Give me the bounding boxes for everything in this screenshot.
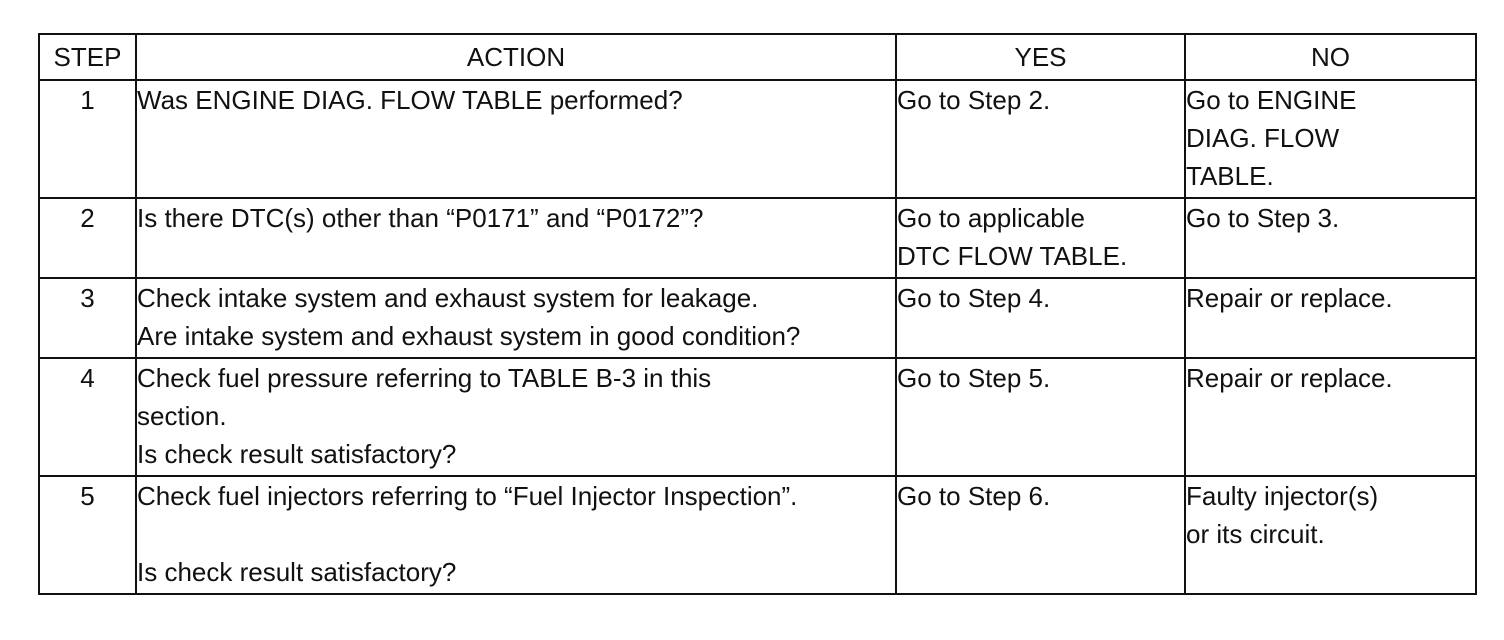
header-action: ACTION (135, 33, 897, 81)
action-line: section. (137, 401, 227, 431)
action-line: Check fuel injectors referring to “Fuel … (137, 481, 798, 511)
action-line: Check fuel pressure referring to TABLE B… (137, 363, 712, 393)
step-number: 5 (38, 475, 137, 595)
step-number: 3 (38, 277, 137, 359)
action-cell: Check fuel pressure referring to TABLE B… (135, 357, 897, 477)
no-line: or its circuit. (1186, 519, 1325, 549)
no-line: Repair or replace. (1186, 363, 1393, 393)
action-line: Is there DTC(s) other than “P0171” and “… (137, 203, 704, 233)
table-row: 1 Was ENGINE DIAG. FLOW TABLE performed?… (38, 79, 1477, 199)
action-line: Is check result satisfactory? (137, 439, 457, 469)
yes-cell: Go to Step 5. (895, 357, 1186, 477)
table-row: 3 Check intake system and exhaust system… (38, 277, 1477, 359)
action-cell: Check intake system and exhaust system f… (135, 277, 897, 359)
header-yes: YES (895, 33, 1186, 81)
diagnostic-flow-table: STEP ACTION YES NO 1 Was ENGINE DIAG. FL… (38, 33, 1477, 595)
no-cell: Go to ENGINE DIAG. FLOW TABLE. (1184, 79, 1477, 199)
yes-line: DTC FLOW TABLE. (897, 241, 1128, 271)
table-row: 4 Check fuel pressure referring to TABLE… (38, 357, 1477, 477)
table-row: 5 Check fuel injectors referring to “Fue… (38, 475, 1477, 595)
action-cell: Check fuel injectors referring to “Fuel … (135, 475, 897, 595)
header-step: STEP (38, 33, 137, 81)
yes-cell: Go to Step 2. (895, 79, 1186, 199)
step-number: 4 (38, 357, 137, 477)
no-cell: Repair or replace. (1184, 277, 1477, 359)
action-cell: Is there DTC(s) other than “P0171” and “… (135, 197, 897, 279)
yes-line: Go to Step 5. (897, 363, 1051, 393)
step-number: 1 (38, 79, 137, 199)
step-number: 2 (38, 197, 137, 279)
header-no: NO (1184, 33, 1477, 81)
header-row: STEP ACTION YES NO (38, 33, 1477, 81)
yes-cell: Go to Step 6. (895, 475, 1186, 595)
action-line: Was ENGINE DIAG. FLOW TABLE performed? (137, 85, 683, 115)
yes-line: Go to Step 2. (897, 85, 1051, 115)
no-line: Go to Step 3. (1186, 203, 1340, 233)
action-line: Check intake system and exhaust system f… (137, 283, 759, 313)
yes-line: Go to Step 6. (897, 481, 1051, 511)
table-row: 2 Is there DTC(s) other than “P0171” and… (38, 197, 1477, 279)
no-line: Repair or replace. (1186, 283, 1393, 313)
action-line: Is check result satisfactory? (137, 557, 457, 587)
yes-line: Go to Step 4. (897, 283, 1051, 313)
action-line: Are intake system and exhaust system in … (137, 321, 801, 351)
no-cell: Repair or replace. (1184, 357, 1477, 477)
no-line: Go to ENGINE (1186, 85, 1357, 115)
action-spacer (137, 515, 895, 553)
action-cell: Was ENGINE DIAG. FLOW TABLE performed? (135, 79, 897, 199)
yes-cell: Go to applicable DTC FLOW TABLE. (895, 197, 1186, 279)
no-line: TABLE. (1186, 161, 1274, 191)
yes-cell: Go to Step 4. (895, 277, 1186, 359)
yes-line: Go to applicable (897, 203, 1085, 233)
no-cell: Faulty injector(s) or its circuit. (1184, 475, 1477, 595)
no-cell: Go to Step 3. (1184, 197, 1477, 279)
no-line: Faulty injector(s) (1186, 481, 1379, 511)
no-line: DIAG. FLOW (1186, 123, 1340, 153)
